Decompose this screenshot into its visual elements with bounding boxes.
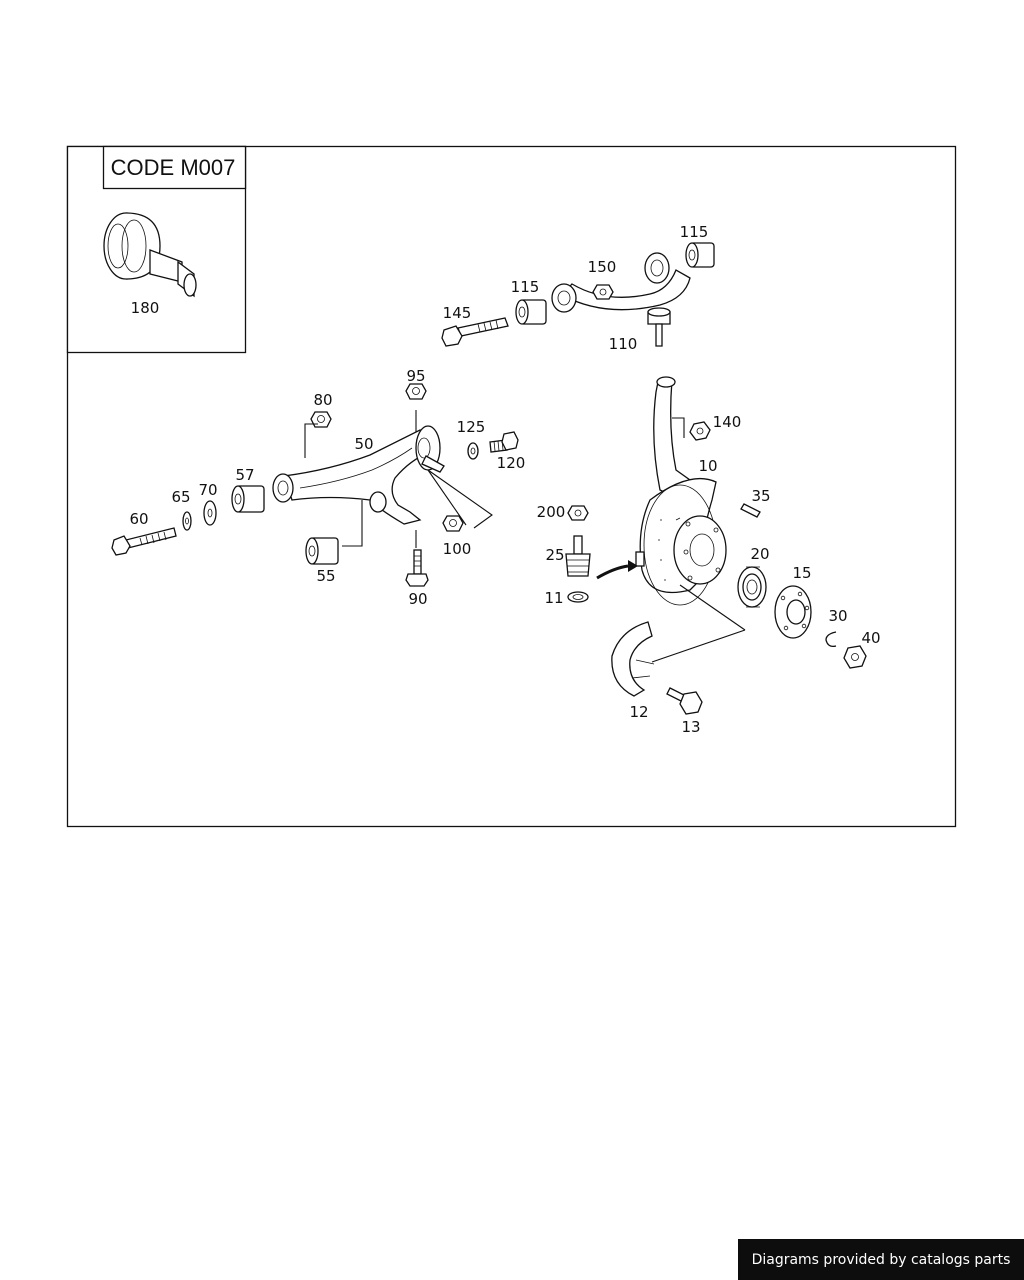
bolt-part-145 <box>441 317 509 347</box>
callout-60: 60 <box>129 510 148 528</box>
dust-shield-part-12 <box>611 621 655 697</box>
callout-50: 50 <box>354 435 373 453</box>
washer-part-125 <box>467 442 479 460</box>
bushing-part-115-left <box>515 299 547 325</box>
callout-13: 13 <box>681 718 700 736</box>
callout-25: 25 <box>545 546 564 564</box>
nut-part-140 <box>689 421 711 441</box>
callout-180: 180 <box>131 299 160 317</box>
callout-140: 140 <box>713 413 742 431</box>
code-box <box>102 145 247 190</box>
callout-145: 145 <box>443 304 472 322</box>
callout-12: 12 <box>629 703 648 721</box>
washer-part-65 <box>182 511 192 531</box>
assembly-arrow <box>596 560 638 580</box>
cv-joint-part-180 <box>103 212 197 298</box>
callout-115-left: 115 <box>511 278 540 296</box>
bolt-part-60 <box>111 527 177 556</box>
pin-part-35 <box>740 503 761 518</box>
bolt-part-120 <box>489 431 519 453</box>
callout-80: 80 <box>313 391 332 409</box>
bolt-part-13 <box>666 687 703 715</box>
retaining-ring-part-11 <box>567 591 589 603</box>
bushing-part-115-right <box>685 242 715 268</box>
callout-20: 20 <box>750 545 769 563</box>
callout-110: 110 <box>609 335 638 353</box>
diagram-frame <box>66 145 957 828</box>
callout-125: 125 <box>457 418 486 436</box>
callout-40: 40 <box>861 629 880 647</box>
callout-15: 15 <box>792 564 811 582</box>
nut-part-200 <box>567 505 589 521</box>
wheel-bearing-part-20 <box>737 566 767 608</box>
callout-30: 30 <box>828 607 847 625</box>
wheel-hub-part-15 <box>774 585 812 639</box>
bushing-part-55 <box>305 537 339 565</box>
bolt-part-90 <box>405 549 429 587</box>
callout-150: 150 <box>588 258 617 276</box>
steering-knuckle-part-10 <box>635 376 727 606</box>
nut-part-100 <box>442 515 464 532</box>
leader-lines <box>304 410 746 663</box>
callout-35: 35 <box>751 487 770 505</box>
footer-credit: Diagrams provided by catalogs parts <box>738 1239 1024 1280</box>
callout-65: 65 <box>171 488 190 506</box>
washer-part-70 <box>203 500 217 526</box>
circlip-part-30 <box>825 631 837 648</box>
callout-100: 100 <box>443 540 472 558</box>
callout-90: 90 <box>408 590 427 608</box>
callout-55: 55 <box>316 567 335 585</box>
callout-70: 70 <box>198 481 217 499</box>
code-label: CODE M007 <box>111 155 236 180</box>
callout-115-right: 115 <box>680 223 709 241</box>
callout-10: 10 <box>698 457 717 475</box>
nut-part-95 <box>405 383 427 400</box>
callout-95: 95 <box>406 367 425 385</box>
callout-200: 200 <box>537 503 566 521</box>
callout-11: 11 <box>544 589 563 607</box>
upper-control-arm-part-110 <box>551 252 691 347</box>
nut-part-80 <box>310 411 332 428</box>
ball-joint-part-25 <box>565 535 591 577</box>
lower-control-arm-part-50 <box>272 425 445 525</box>
nut-part-150 <box>592 284 614 300</box>
callout-120: 120 <box>497 454 526 472</box>
bushing-part-57 <box>231 485 265 513</box>
nut-part-40 <box>843 645 867 669</box>
callout-57: 57 <box>235 466 254 484</box>
